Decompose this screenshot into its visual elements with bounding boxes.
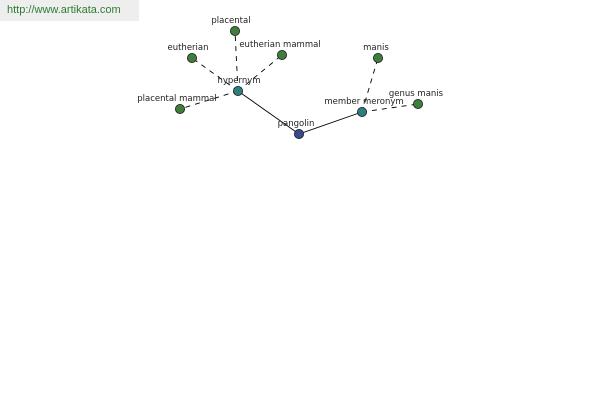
node-hypernym[interactable] bbox=[232, 86, 243, 97]
node-manis[interactable] bbox=[372, 53, 383, 64]
label-placental[interactable]: placental bbox=[211, 16, 250, 26]
label-genus-manis[interactable]: genus manis bbox=[389, 89, 444, 99]
graph-edges bbox=[179, 30, 419, 135]
node-placental[interactable] bbox=[229, 25, 240, 36]
graph-labels: pangolin hypernym member meronym eutherian p… bbox=[137, 16, 443, 129]
edge-hypernym-eutherian bbox=[191, 57, 239, 92]
graph-nodes bbox=[174, 25, 423, 139]
label-manis[interactable]: manis bbox=[363, 43, 389, 53]
label-member-meronym[interactable]: member meronym bbox=[324, 97, 403, 107]
source-url[interactable]: http://www.artikata.com bbox=[0, 0, 139, 21]
edge-pangolin-member-meronym bbox=[298, 111, 363, 135]
edge-hypernym-placental bbox=[234, 30, 239, 92]
node-genus-manis[interactable] bbox=[412, 99, 423, 110]
node-eutherian[interactable] bbox=[186, 53, 197, 64]
label-placental-mammal[interactable]: placental mammal bbox=[137, 94, 216, 104]
node-member-meronym[interactable] bbox=[356, 107, 367, 118]
edge-hypernym-placental-mammal bbox=[179, 90, 239, 110]
node-placental-mammal[interactable] bbox=[174, 104, 185, 115]
label-eutherian-mammal[interactable]: eutherian mammal bbox=[239, 40, 320, 50]
node-eutherian-mammal[interactable] bbox=[276, 50, 287, 61]
edge-pangolin-hypernym bbox=[237, 90, 300, 135]
node-pangolin[interactable] bbox=[293, 128, 304, 139]
label-eutherian[interactable]: eutherian bbox=[167, 43, 208, 53]
label-hypernym[interactable]: hypernym bbox=[217, 76, 260, 86]
label-pangolin[interactable]: pangolin bbox=[278, 119, 315, 129]
